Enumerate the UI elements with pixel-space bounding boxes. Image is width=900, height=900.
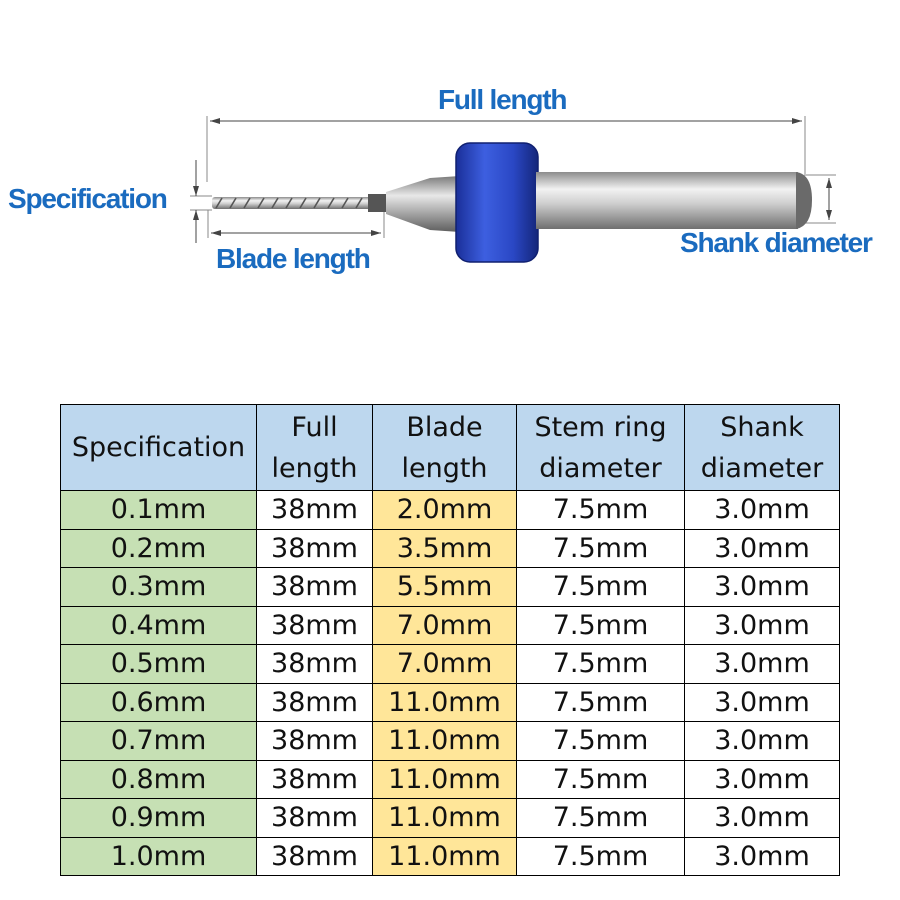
header-specification: Specification	[60, 404, 257, 491]
cell-full-length: 38mm	[256, 798, 373, 838]
drill-bit	[212, 142, 812, 263]
cell-stem-ring-diameter: 7.5mm	[516, 798, 685, 838]
cell-blade-length: 11.0mm	[372, 836, 517, 876]
cell-specification: 0.4mm	[60, 605, 257, 645]
cell-shank-diameter: 3.0mm	[684, 798, 840, 838]
cell-full-length: 38mm	[256, 682, 373, 722]
cell-stem-ring-diameter: 7.5mm	[516, 605, 685, 645]
blade-length-dimension	[207, 208, 385, 238]
shank-diameter-label: Shank diameter	[680, 227, 873, 258]
cell-stem-ring-diameter: 7.5mm	[516, 490, 685, 530]
header-text: Stem ring	[534, 411, 667, 443]
cell-blade-length: 11.0mm	[372, 682, 517, 722]
cell-shank-diameter: 3.0mm	[684, 836, 840, 876]
cell-specification: 0.6mm	[60, 682, 257, 722]
cell-specification: 0.7mm	[60, 721, 257, 761]
header-text: Specification	[71, 432, 246, 463]
cell-shank-diameter: 3.0mm	[684, 759, 840, 799]
header-full-length: Full length	[256, 404, 373, 491]
specification-table: Specification Full length Blade length S…	[60, 404, 840, 876]
cell-blade-length: 3.5mm	[372, 528, 517, 568]
cell-stem-ring-diameter: 7.5mm	[516, 721, 685, 761]
table-header-row: Specification Full length Blade length S…	[60, 404, 840, 491]
cell-shank-diameter: 3.0mm	[684, 682, 840, 722]
cell-blade-length: 11.0mm	[372, 798, 517, 838]
cell-blade-length: 11.0mm	[372, 759, 517, 799]
cell-full-length: 38mm	[256, 644, 373, 684]
header-text: length	[271, 452, 358, 484]
cell-blade-length: 2.0mm	[372, 490, 517, 530]
cell-shank-diameter: 3.0mm	[684, 567, 840, 607]
full-length-dimension	[206, 116, 806, 182]
header-blade-length: Blade length	[372, 404, 517, 491]
cell-full-length: 38mm	[256, 528, 373, 568]
full-length-label: Full length	[438, 84, 568, 115]
header-text: diameter	[539, 452, 662, 484]
cell-stem-ring-diameter: 7.5mm	[516, 567, 685, 607]
cell-blade-length: 5.5mm	[372, 567, 517, 607]
cell-full-length: 38mm	[256, 721, 373, 761]
cell-shank-diameter: 3.0mm	[684, 528, 840, 568]
drill-bit-diagram: Full length Specification Blade length S…	[0, 0, 900, 300]
cell-specification: 0.1mm	[60, 490, 257, 530]
cell-blade-length: 7.0mm	[372, 605, 517, 645]
specification-label: Specification	[8, 183, 168, 214]
header-text: Full	[291, 411, 338, 443]
cell-specification: 0.3mm	[60, 567, 257, 607]
cell-specification: 1.0mm	[60, 836, 257, 876]
cell-full-length: 38mm	[256, 759, 373, 799]
cell-specification: 0.8mm	[60, 759, 257, 799]
cell-full-length: 38mm	[256, 836, 373, 876]
cell-blade-length: 7.0mm	[372, 644, 517, 684]
header-text: Shank	[720, 411, 804, 443]
shank-diameter-dimension	[806, 174, 836, 224]
cell-stem-ring-diameter: 7.5mm	[516, 528, 685, 568]
cell-specification: 0.5mm	[60, 644, 257, 684]
cell-stem-ring-diameter: 7.5mm	[516, 682, 685, 722]
cell-shank-diameter: 3.0mm	[684, 721, 840, 761]
header-stem-ring-diameter: Stem ring diameter	[516, 404, 685, 491]
cell-stem-ring-diameter: 7.5mm	[516, 644, 685, 684]
specification-dimension	[190, 160, 212, 243]
cell-specification: 0.9mm	[60, 798, 257, 838]
cell-stem-ring-diameter: 7.5mm	[516, 759, 685, 799]
cell-stem-ring-diameter: 7.5mm	[516, 836, 685, 876]
header-text: diameter	[700, 452, 824, 484]
cell-shank-diameter: 3.0mm	[684, 490, 840, 530]
header-text: length	[401, 452, 488, 484]
cell-shank-diameter: 3.0mm	[684, 605, 840, 645]
cell-full-length: 38mm	[256, 567, 373, 607]
cell-specification: 0.2mm	[60, 528, 257, 568]
cell-full-length: 38mm	[256, 490, 373, 530]
cell-blade-length: 11.0mm	[372, 721, 517, 761]
cell-full-length: 38mm	[256, 605, 373, 645]
cell-shank-diameter: 3.0mm	[684, 644, 840, 684]
header-text: Blade	[406, 411, 483, 443]
drill-bit-illustration	[190, 116, 836, 263]
blade-length-label: Blade length	[216, 243, 371, 274]
header-shank-diameter: Shank diameter	[684, 404, 840, 491]
